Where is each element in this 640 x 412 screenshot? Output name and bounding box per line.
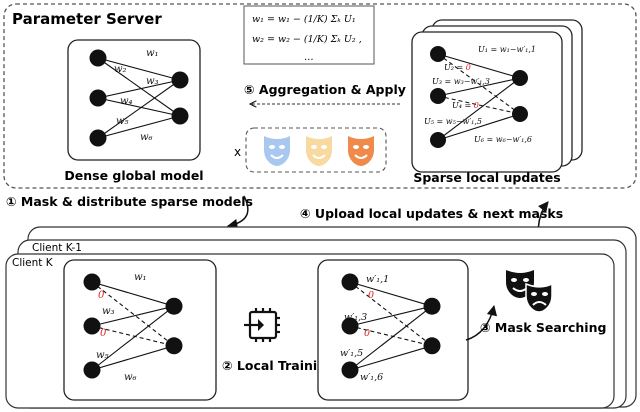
mask-icon-2 bbox=[306, 136, 332, 166]
weight-label-1: w₁ bbox=[134, 272, 147, 283]
theater-masks-icon bbox=[506, 270, 553, 313]
input-node-3 bbox=[341, 361, 359, 379]
weight-label-1: w₁ bbox=[146, 48, 159, 59]
update-edge-3 bbox=[437, 77, 521, 97]
formula-line-2: w₂ = w₂ − (1/K) Σₖ U₂ , bbox=[252, 34, 362, 45]
update-edge-5 bbox=[437, 77, 521, 141]
weight-label-5: w₅ bbox=[116, 116, 129, 127]
edge-5 bbox=[91, 305, 175, 371]
input-node-2 bbox=[341, 317, 359, 335]
distribute-label: ① Mask & distribute sparse models bbox=[6, 194, 253, 209]
input-node-2 bbox=[89, 89, 107, 107]
edge-3 bbox=[349, 305, 433, 327]
update-output-node-2 bbox=[512, 106, 528, 122]
input-node-3 bbox=[89, 129, 107, 147]
client-trained-model-box bbox=[317, 259, 469, 401]
update-input-node-3 bbox=[430, 132, 446, 148]
upload-label: ④ Upload local updates & next masks bbox=[300, 206, 563, 221]
edge-6 bbox=[91, 345, 175, 371]
weight-label-2: 0 bbox=[368, 290, 374, 301]
weight-label-6: w₆ bbox=[140, 132, 153, 143]
edge-6 bbox=[349, 345, 433, 371]
aggregation-label: ⑤ Aggregation & Apply bbox=[244, 82, 406, 97]
edge-4 bbox=[349, 325, 433, 347]
client-k-minus-1-label: Client K-1 bbox=[32, 242, 82, 254]
client-model-box bbox=[63, 259, 217, 401]
edge-4 bbox=[91, 325, 175, 347]
weight-label-1: w′₁,1 bbox=[366, 274, 389, 285]
mask-icon-3 bbox=[348, 136, 374, 166]
update-output-node-1 bbox=[512, 70, 528, 86]
formula-box bbox=[243, 5, 375, 65]
dense-model-label: Dense global model bbox=[64, 168, 203, 183]
output-node-1 bbox=[423, 297, 441, 315]
output-node-1 bbox=[171, 71, 189, 89]
edge-6 bbox=[97, 115, 181, 139]
client-model-network: w₁ 0 w₃ 0 w₅ w₆ bbox=[83, 272, 183, 383]
parameter-server-title: Parameter Server bbox=[12, 10, 162, 28]
dense-model-box bbox=[67, 39, 201, 161]
edge-4 bbox=[97, 97, 181, 117]
edge-2 bbox=[97, 57, 181, 117]
client-k-label: Client K bbox=[12, 257, 54, 269]
edge-1 bbox=[97, 57, 181, 81]
distribute-arrow bbox=[226, 195, 249, 230]
weight-label-3: w₃ bbox=[146, 76, 159, 87]
sparse-update-network: U₁ = w₁−w′₁,1 U₂ = 0 U₃ = w₃−w′₁,3 U₄ = 0 U₅… bbox=[424, 45, 536, 148]
output-node-2 bbox=[423, 337, 441, 355]
update-label-6: U₆ = w₆−w′₁,6 bbox=[474, 135, 532, 144]
output-node-2 bbox=[165, 337, 183, 355]
input-node-1 bbox=[83, 273, 101, 291]
input-node-1 bbox=[341, 273, 359, 291]
edge-3 bbox=[91, 305, 175, 327]
update-input-node-2 bbox=[430, 88, 446, 104]
sparse-update-box-front bbox=[411, 31, 563, 173]
mask-icons bbox=[264, 136, 374, 166]
update-label-5: U₅ = w₅−w′₁,5 bbox=[424, 117, 482, 126]
edge-1 bbox=[349, 281, 433, 307]
sparse-updates-label: Sparse local updates bbox=[413, 170, 560, 185]
update-edge-1 bbox=[437, 53, 521, 79]
edge-5 bbox=[97, 79, 181, 139]
output-node-2 bbox=[171, 107, 189, 125]
formula-line-1: w₁ = w₁ − (1/K) Σₖ U₁ bbox=[252, 14, 356, 25]
chip-icon bbox=[244, 308, 280, 342]
input-node-3 bbox=[83, 361, 101, 379]
mask-multiply-symbol: x bbox=[234, 145, 241, 159]
local-training-label: ② Local Training bbox=[222, 358, 335, 373]
edge-5 bbox=[349, 305, 433, 371]
weight-label-6: w′₁,6 bbox=[360, 372, 383, 383]
weight-label-2: 0 bbox=[98, 290, 105, 301]
mask-search-arrow bbox=[465, 304, 498, 341]
edge-1 bbox=[91, 281, 175, 307]
weight-label-3: w₃ bbox=[102, 306, 115, 317]
output-node-1 bbox=[165, 297, 183, 315]
dense-model-network: w₁ w₂ w₃ w₄ w₅ w₆ bbox=[89, 48, 189, 147]
mask-icon-1 bbox=[264, 136, 290, 166]
weight-label-4: w₄ bbox=[120, 96, 133, 107]
weight-label-3: w′₁,3 bbox=[344, 312, 367, 323]
update-label-4: U₄ = 0 bbox=[452, 101, 479, 110]
update-edge-2 bbox=[437, 53, 521, 115]
update-input-node-1 bbox=[430, 46, 446, 62]
input-node-1 bbox=[89, 49, 107, 67]
weight-label-5: w′₁,5 bbox=[340, 348, 363, 359]
formula-ellipsis: ... bbox=[304, 52, 314, 63]
edge-3 bbox=[97, 79, 181, 99]
edge-2 bbox=[91, 281, 175, 347]
weight-label-5: w₅ bbox=[96, 350, 109, 361]
update-label-1: U₁ = w₁−w′₁,1 bbox=[478, 45, 536, 54]
update-edge-6 bbox=[437, 113, 521, 141]
weight-label-6: w₆ bbox=[124, 372, 137, 383]
input-node-2 bbox=[83, 317, 101, 335]
client-trained-model-network: w′₁,10w′₁,30w′₁,5w′₁,6 bbox=[340, 273, 441, 383]
edge-2 bbox=[349, 281, 433, 347]
update-label-2: U₂ = 0 bbox=[444, 63, 471, 72]
weight-label-4: 0 bbox=[100, 328, 107, 339]
weight-label-2: w₂ bbox=[114, 64, 127, 75]
update-label-3: U₃ = w₃−w′₁,3 bbox=[432, 77, 490, 86]
mask-searching-label: ③ Mask Searching bbox=[480, 320, 606, 335]
weight-label-4: 0 bbox=[364, 328, 370, 339]
